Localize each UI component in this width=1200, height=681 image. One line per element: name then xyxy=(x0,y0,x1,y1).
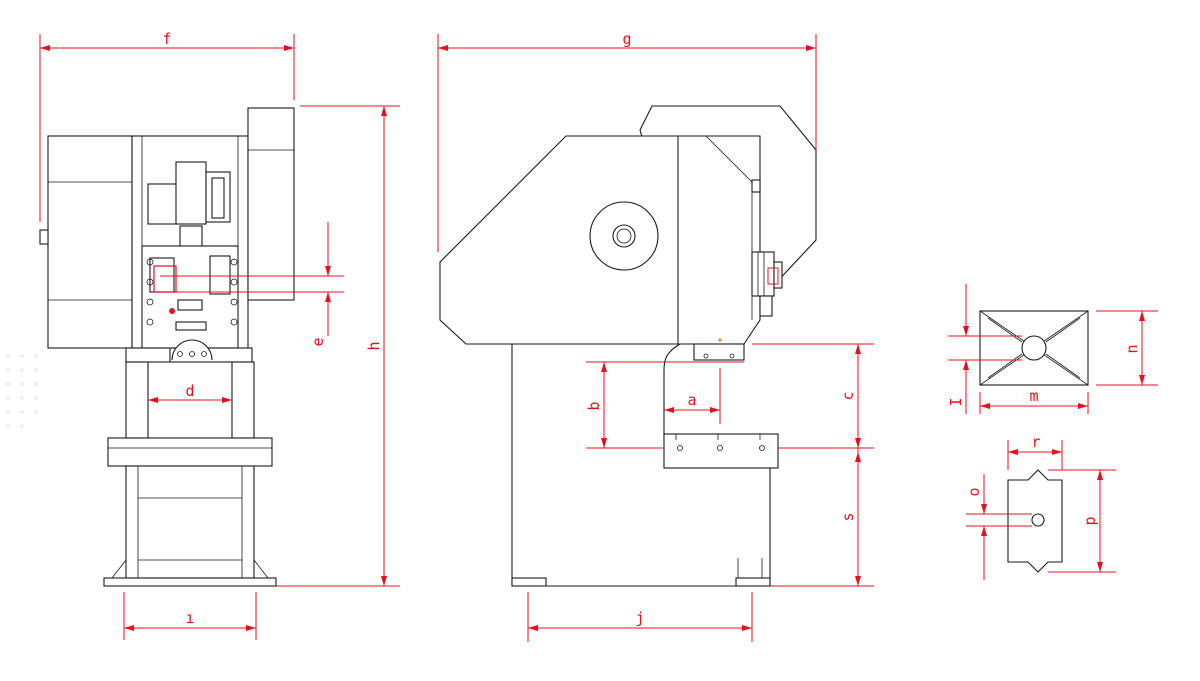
label-d: d xyxy=(185,382,194,400)
front-bed xyxy=(107,437,273,467)
front-flywheel xyxy=(247,107,295,301)
side-c-frame xyxy=(511,343,771,587)
label-c: c xyxy=(839,391,857,400)
front-base-plate xyxy=(103,577,277,587)
label-r: r xyxy=(1031,433,1040,451)
label-b: b xyxy=(585,401,603,410)
dimension-labels: f g h e d ı j a b c s n m I r p o xyxy=(162,30,1141,627)
front-left-housing xyxy=(47,135,133,349)
front-view xyxy=(39,107,295,587)
label-m: m xyxy=(1029,387,1038,405)
label-l: I xyxy=(947,397,965,406)
background-dot-pattern xyxy=(6,354,38,428)
side-main-body xyxy=(439,135,761,345)
side-bolster xyxy=(663,433,779,469)
ram-center-hole xyxy=(1031,513,1045,527)
label-n: n xyxy=(1123,344,1141,353)
label-e: e xyxy=(309,337,327,346)
label-a: a xyxy=(687,391,696,409)
label-i: ı xyxy=(185,609,194,627)
bolster-center-hole xyxy=(1021,335,1047,361)
ram-detail xyxy=(1007,469,1063,573)
side-crank-disk xyxy=(589,201,659,271)
side-view xyxy=(439,105,817,587)
label-s: s xyxy=(839,512,857,521)
label-f: f xyxy=(162,30,171,48)
label-h: h xyxy=(365,341,383,350)
bolster-detail xyxy=(979,310,1089,386)
label-g: g xyxy=(622,30,631,48)
dimension-lines xyxy=(39,34,1158,642)
label-p: p xyxy=(1081,516,1099,525)
label-o: o xyxy=(965,487,983,496)
label-j: j xyxy=(635,609,644,627)
